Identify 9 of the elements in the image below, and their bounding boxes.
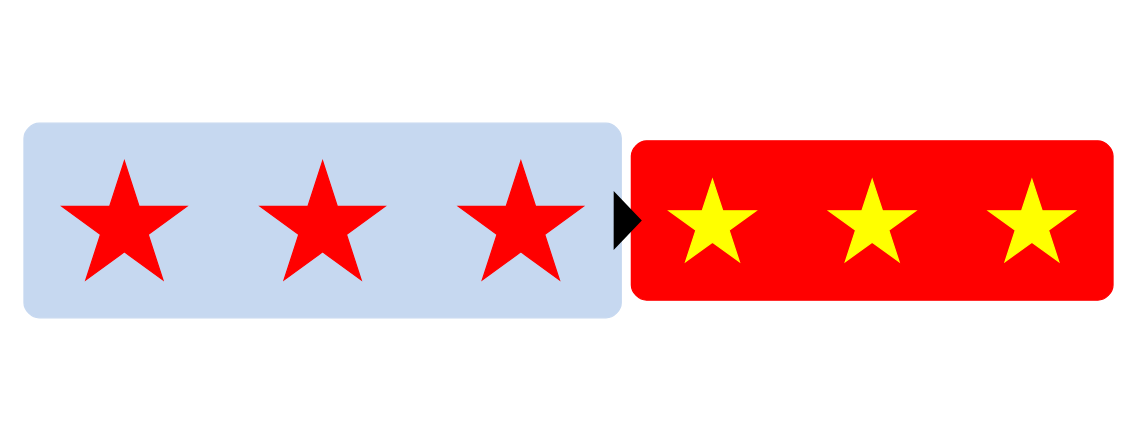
node-star [986,176,1078,263]
arrow [613,190,642,250]
node-star [826,176,918,263]
node-star [667,176,758,263]
cluster [630,139,1114,301]
cluster [23,122,622,318]
node-burst [60,158,189,282]
node-burst [258,158,387,282]
node-burst [456,158,586,282]
